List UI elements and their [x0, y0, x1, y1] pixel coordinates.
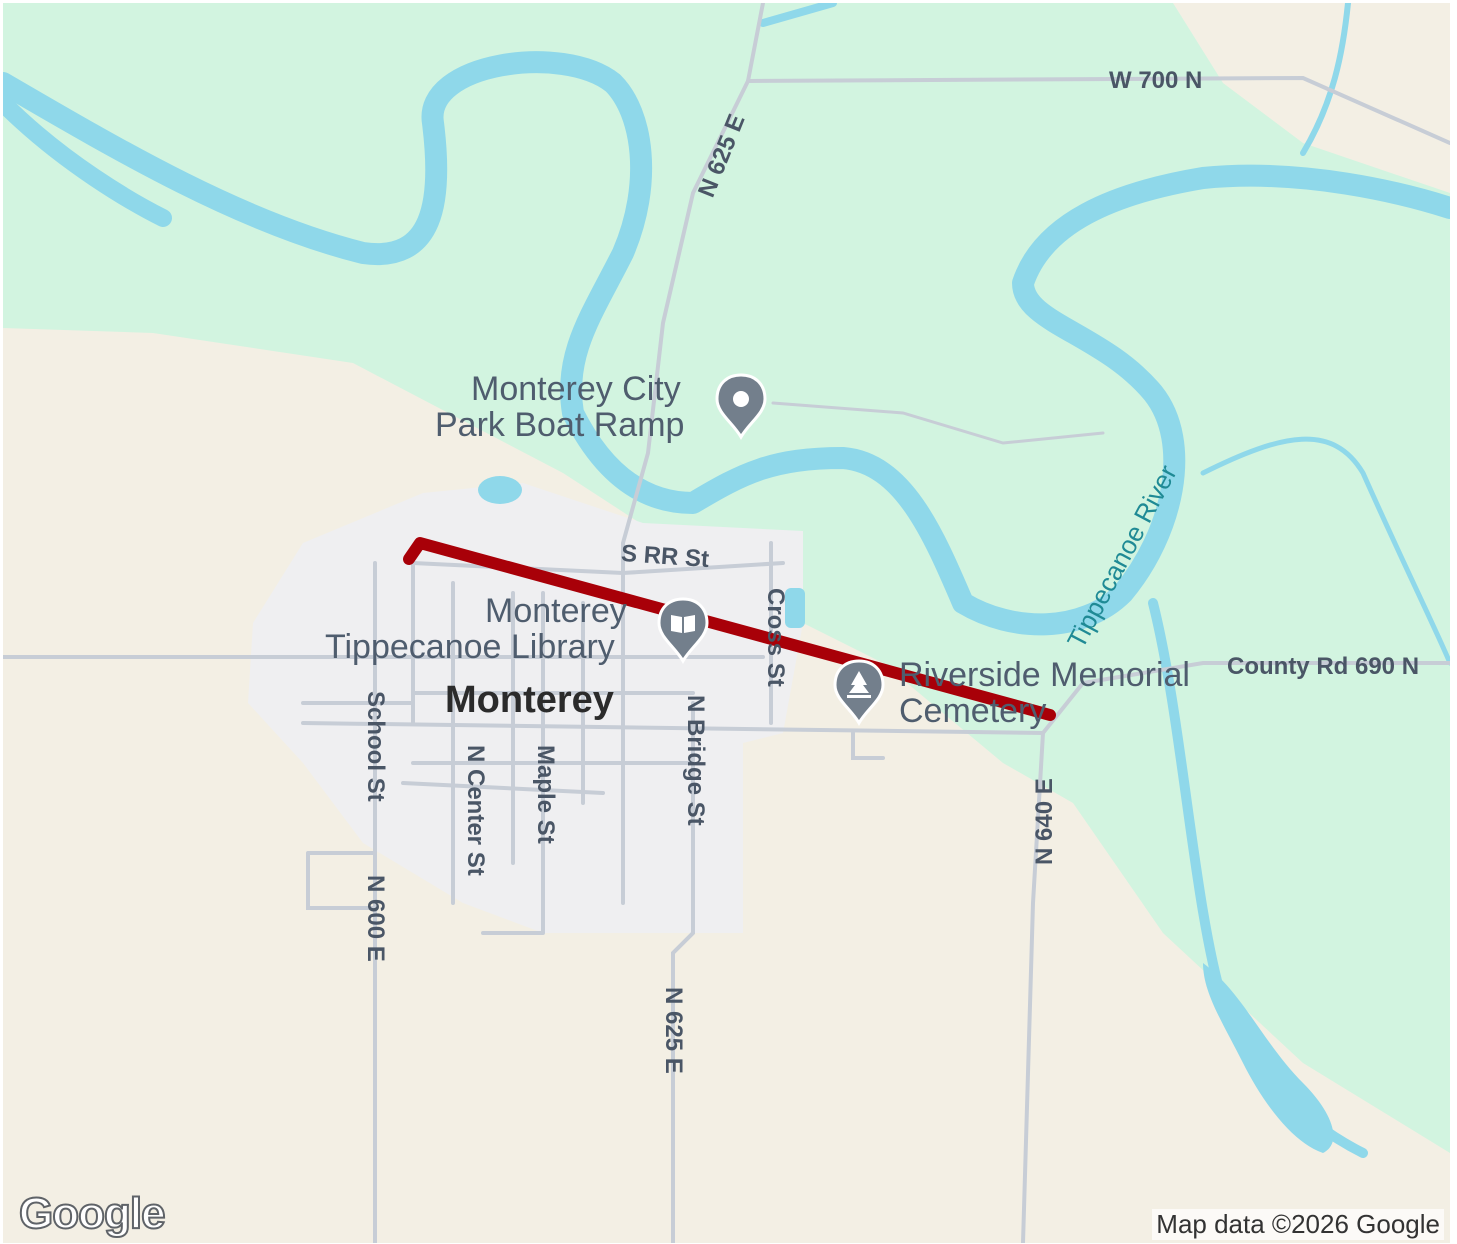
town-area [248, 483, 803, 933]
creek-west [3, 94, 172, 227]
road-label-county690: County Rd 690 N [1227, 653, 1420, 680]
town-label[interactable]: Monterey [445, 679, 614, 721]
road-main [301, 661, 1450, 736]
cemetery-label-2[interactable]: Cemetery [899, 692, 1047, 730]
road-label-n600e: N 600 E [362, 875, 389, 962]
creek-east [1200, 436, 1450, 666]
road-north-track [771, 401, 1105, 445]
road-n625e-south [671, 701, 695, 1243]
library-label-2[interactable]: Tippecanoe Library [325, 628, 615, 666]
boat-ramp-label-2[interactable]: Park Boat Ramp [435, 406, 685, 444]
road-label-ncenter: N Center St [462, 745, 489, 876]
road-label-n640e: N 640 E [1031, 778, 1058, 865]
road-n625e [621, 3, 765, 905]
pond-north [478, 476, 522, 504]
road-school [306, 851, 377, 910]
route-line [403, 537, 1056, 721]
road-label-cross: Cross St [762, 588, 789, 687]
creek-top [759, 3, 837, 27]
google-logo[interactable]: Google [18, 1188, 167, 1239]
road-w700n [746, 75, 1450, 145]
pond-east [785, 588, 805, 628]
place-pin-icon [715, 373, 767, 441]
map-base-layer [3, 3, 1450, 1243]
map-attribution[interactable]: Map data ©2026 Google [1152, 1209, 1444, 1240]
road-label-nbridge: N Bridge St [682, 695, 709, 826]
boat-ramp-pin[interactable] [711, 371, 771, 441]
map-canvas[interactable]: Monterey City Park Boat Ramp Monterey Ti… [3, 3, 1450, 1243]
cemetery-label-1[interactable]: Riverside Memorial [899, 656, 1190, 694]
road-label-n625e-bottom: N 625 E [660, 987, 687, 1074]
road-grid-1 [301, 561, 695, 935]
library-pin[interactable] [653, 595, 713, 665]
road-label-school: School St [362, 691, 389, 802]
cemetery-tree-icon [833, 659, 885, 727]
road-n640e [1021, 731, 1045, 1243]
library-label-1[interactable]: Monterey [485, 592, 627, 630]
river-west [3, 51, 1450, 636]
boat-ramp-label-1[interactable]: Monterey City [471, 370, 681, 408]
land-corner-ne [1173, 3, 1450, 193]
library-book-icon [657, 597, 709, 665]
creek-north [1300, 3, 1351, 156]
cemetery-pin[interactable] [829, 657, 889, 727]
road-label-w700n: W 700 N [1109, 67, 1203, 94]
road-label-maple: Maple St [532, 745, 559, 844]
road-cemetery [401, 731, 885, 795]
lake-south [1203, 963, 1334, 1153]
